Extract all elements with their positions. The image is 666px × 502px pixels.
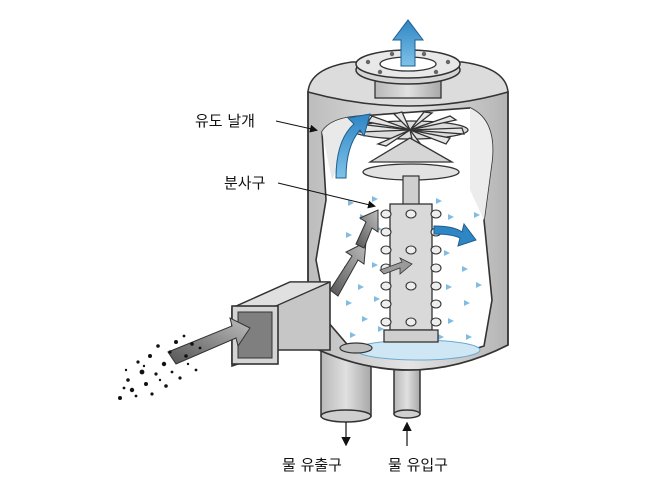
inlet-duct <box>231 281 331 368</box>
water-outlet-label: 물 유출구 <box>282 456 342 474</box>
water-inlet-label: 물 유입구 <box>388 456 448 474</box>
dust-particles <box>118 334 202 400</box>
gas-flow-arrows <box>329 209 413 297</box>
nozzle-label: 분사구 <box>224 174 266 192</box>
clean-air-arrows <box>335 19 477 247</box>
drain-opening <box>339 342 373 354</box>
guide-vane-label: 유도 날개 <box>195 112 255 130</box>
dirty-gas-arrow <box>167 317 251 365</box>
water-pool <box>355 339 481 361</box>
guide-vane-leader <box>275 120 318 133</box>
nozzle-leader <box>277 182 376 209</box>
spray-droplets <box>344 196 482 340</box>
